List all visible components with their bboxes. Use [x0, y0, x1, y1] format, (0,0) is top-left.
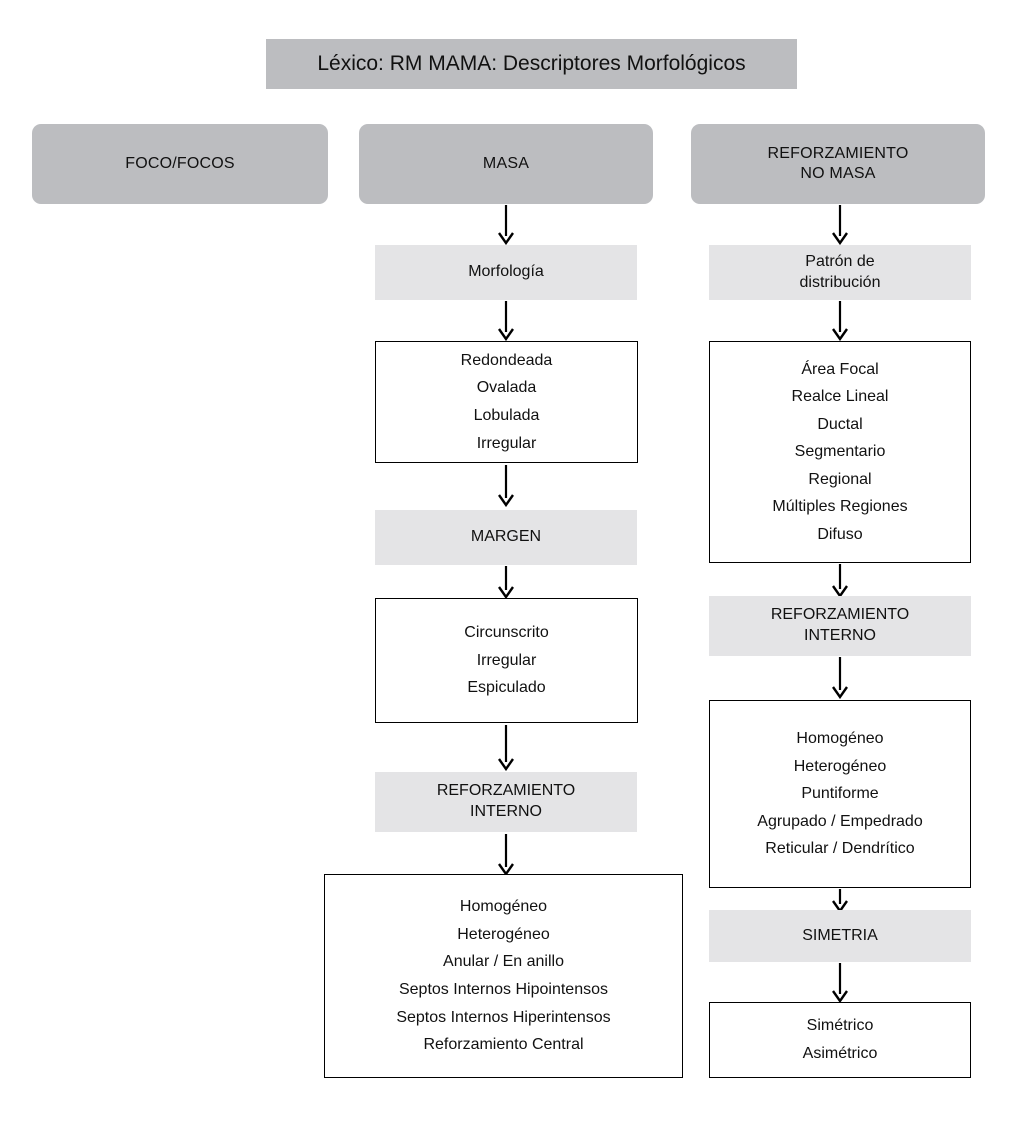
subheader-reforzamiento-interno-masa[interactable]: REFORZAMIENTO INTERNO — [375, 772, 637, 832]
subheader-reforzamiento-interno-no-masa-label: REFORZAMIENTO INTERNO — [771, 605, 909, 647]
column-header-reforzamiento-no-masa-label: REFORZAMIENTO NO MASA — [768, 144, 909, 185]
list-item: Homogéneo — [796, 730, 884, 748]
subheader-margen-label: MARGEN — [470, 528, 542, 546]
subheader-patron-line2: distribución — [799, 273, 881, 291]
down-arrow-icon — [497, 725, 515, 771]
subheader-margen[interactable]: MARGEN — [375, 510, 637, 565]
down-arrow-icon — [497, 301, 515, 341]
list-item: Espiculado — [467, 679, 546, 697]
options-box-reforzamiento-interno-no-masa: Homogéneo Heterogéneo Puntiforme Agrupad… — [709, 700, 971, 888]
list-item: Ductal — [817, 415, 863, 433]
down-arrow-icon — [497, 834, 515, 876]
column-header-rnm-line2: NO MASA — [800, 165, 876, 182]
down-arrow-icon — [831, 205, 849, 245]
subheader-patron-label: Patrón de distribución — [800, 252, 881, 294]
diagram-title-text: Léxico: RM MAMA: Descriptores Morfológic… — [317, 52, 746, 76]
list-item: Lobulada — [473, 407, 540, 424]
list-item: Septos Internos Hipointensos — [398, 981, 608, 998]
subheader-refint-masa-line2: INTERNO — [470, 803, 542, 820]
list-item: Regional — [808, 470, 872, 488]
subheader-reforzamiento-interno-no-masa[interactable]: REFORZAMIENTO INTERNO — [709, 596, 971, 656]
list-item: Reticular / Dendrítico — [765, 840, 915, 858]
list-item: Irregular — [476, 434, 537, 452]
subheader-simetria-label: SIMETRIA — [802, 926, 878, 944]
options-box-patron-de-distribucion: Área Focal Realce Lineal Ductal Segmenta… — [709, 341, 971, 563]
column-header-masa[interactable]: MASA — [359, 124, 653, 204]
down-arrow-icon — [831, 657, 849, 699]
down-arrow-icon — [497, 205, 515, 245]
list-item: Agrupado / Empedrado — [757, 812, 923, 830]
list-item: Ovalada — [476, 379, 537, 397]
down-arrow-icon — [497, 465, 515, 507]
list-item: Realce Lineal — [791, 388, 889, 406]
options-box-morfologia: Redondeada Ovalada Lobulada Irregular — [375, 341, 638, 463]
list-item: Reforzamiento Central — [423, 1036, 584, 1054]
list-item: Segmentario — [794, 443, 886, 461]
list-item: Homogéneo — [459, 898, 548, 916]
subheader-patron-line1: Patrón de — [805, 252, 875, 270]
down-arrow-icon — [831, 564, 849, 598]
list-item: Circunscrito — [464, 624, 549, 642]
list-item: Simétrico — [806, 1017, 874, 1035]
column-header-reforzamiento-no-masa[interactable]: REFORZAMIENTO NO MASA — [691, 124, 985, 204]
subheader-reforzamiento-interno-masa-label: REFORZAMIENTO INTERNO — [437, 781, 575, 823]
column-header-foco-focos[interactable]: FOCO/FOCOS — [32, 124, 328, 204]
list-item: Septos Internos Hiperintensos — [396, 1008, 611, 1026]
down-arrow-icon — [831, 963, 849, 1003]
list-item: Área Focal — [801, 360, 879, 378]
list-item: Redondeada — [460, 351, 553, 369]
column-header-rnm-line1: REFORZAMIENTO — [767, 144, 909, 162]
list-item: Heterogéneo — [457, 925, 550, 943]
subheader-refint-masa-line1: REFORZAMIENTO — [436, 782, 576, 800]
column-header-foco-focos-label: FOCO/FOCOS — [125, 154, 235, 172]
options-box-reforzamiento-interno-masa: Homogéneo Heterogéneo Anular / En anillo… — [324, 874, 683, 1078]
list-item: Difuso — [817, 525, 863, 543]
subheader-morfologia[interactable]: Morfología — [375, 245, 637, 300]
options-box-margen: Circunscrito Irregular Espiculado — [375, 598, 638, 723]
list-item: Heterogéneo — [793, 757, 887, 775]
subheader-refint-rnm-line2: INTERNO — [804, 627, 876, 644]
subheader-morfologia-label: Morfología — [468, 263, 544, 281]
diagram-title-bar: Léxico: RM MAMA: Descriptores Morfológic… — [266, 39, 797, 89]
list-item: Asimétrico — [802, 1045, 878, 1062]
subheader-refint-rnm-line1: REFORZAMIENTO — [770, 606, 910, 624]
column-header-masa-label: MASA — [482, 154, 530, 172]
list-item: Múltiples Regiones — [772, 498, 908, 516]
options-box-simetria: Simétrico Asimétrico — [709, 1002, 971, 1078]
list-item: Anular / En anillo — [443, 953, 564, 971]
down-arrow-icon — [497, 566, 515, 599]
list-item: Puntiforme — [801, 785, 879, 803]
list-item: Irregular — [476, 651, 537, 669]
subheader-simetria[interactable]: SIMETRIA — [709, 910, 971, 962]
subheader-patron-de-distribucion[interactable]: Patrón de distribución — [709, 245, 971, 300]
down-arrow-icon — [831, 301, 849, 341]
